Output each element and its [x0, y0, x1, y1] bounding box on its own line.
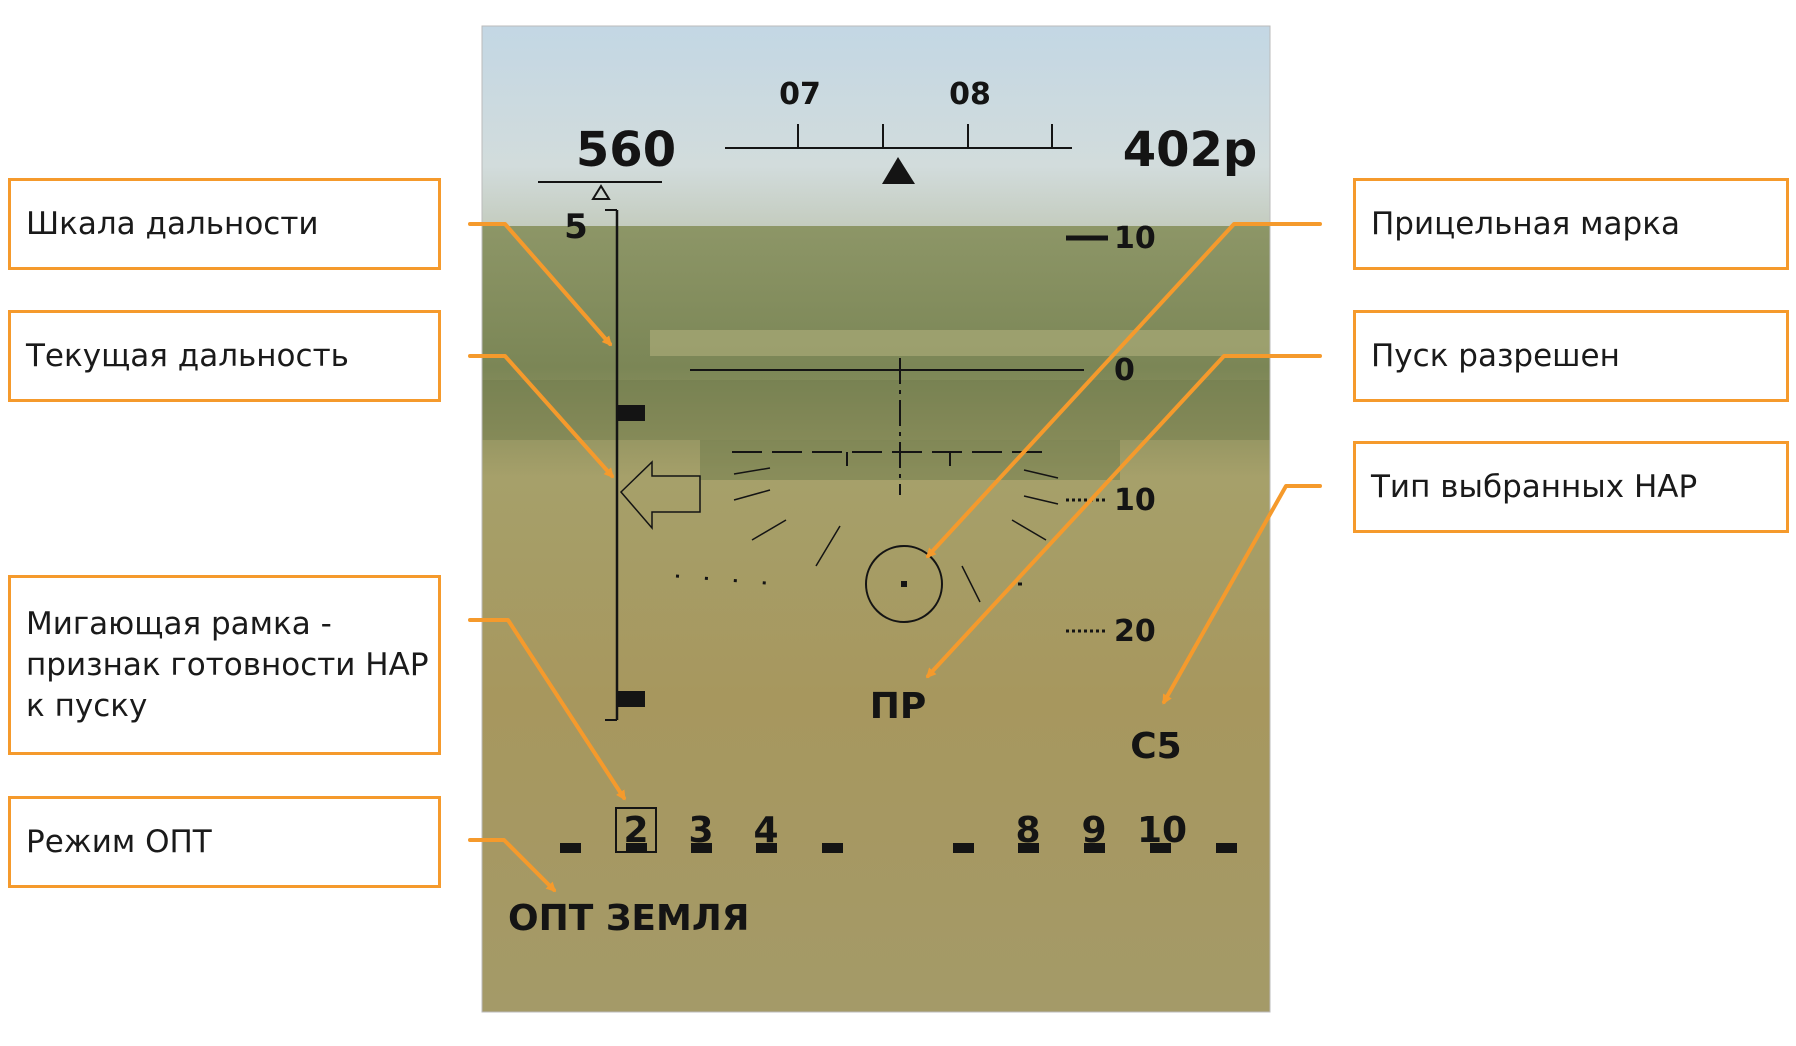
sky-area	[482, 26, 1270, 226]
pitch-label-minus20: 20	[1114, 614, 1156, 649]
reticle-tick	[733, 467, 771, 475]
callout-current-range: Текущая дальность	[8, 310, 441, 402]
field-strip-light	[650, 330, 1270, 356]
station-bar	[1150, 843, 1171, 853]
station-bar	[1216, 843, 1237, 853]
field-strip-dark	[482, 380, 1270, 440]
rocket-type-indicator: С5	[1130, 726, 1181, 767]
hud-scene	[481, 25, 1271, 1013]
station-bars	[560, 843, 1237, 853]
pitch-label-zero: 0	[1114, 353, 1135, 388]
callout-aiming-mark: Прицельная марка	[1353, 178, 1789, 270]
callout-range-scale: Шкала дальности	[8, 178, 441, 270]
aiming-mark-circle	[865, 545, 943, 623]
leader-current-range	[468, 354, 614, 479]
leader-aiming-mark	[925, 222, 1322, 559]
station-bar	[822, 843, 843, 853]
station-bar	[1018, 843, 1039, 853]
station-bar	[953, 843, 974, 853]
reticle-tick	[733, 489, 771, 501]
aiming-mark-dot	[901, 581, 907, 587]
reticle-tick	[751, 519, 787, 541]
pitch-label-plus10: 10	[1114, 221, 1156, 256]
heading-pointer-triangle	[882, 157, 915, 184]
callout-launch-permitted: Пуск разрешен	[1353, 310, 1789, 402]
callout-rocket-type: Тип выбранных НАР	[1353, 441, 1789, 533]
leader-ready-frame	[468, 618, 626, 801]
leader-launch-permitted	[925, 354, 1322, 679]
callout-leaders	[468, 222, 1322, 893]
station-bar	[626, 843, 647, 853]
reticle-tick	[1023, 495, 1059, 505]
range-marker-max	[617, 405, 645, 421]
hud-symbology: 07 08 560 402р 5 10 0 10 20	[508, 77, 1257, 939]
station-bar	[756, 843, 777, 853]
range-marker-min	[617, 691, 645, 707]
reticle-tick	[1011, 519, 1047, 541]
reticle-tick	[1023, 469, 1059, 479]
mode-indicator: ОПТ ЗЕМЛЯ	[508, 898, 749, 939]
hud-frame-shadow	[481, 25, 1271, 1013]
station-bar	[1084, 843, 1105, 853]
airspeed-readout: 560	[576, 122, 676, 178]
altitude-readout: 402р	[1123, 122, 1258, 178]
callout-ready-frame: Мигающая рамка - признак готовности НАР …	[8, 575, 441, 755]
current-range-arrow	[619, 460, 701, 531]
range-scale-max-label: 5	[564, 207, 588, 247]
ground-area	[482, 226, 1270, 1012]
leader-range-scale	[468, 222, 612, 347]
launch-permitted-indicator: ПР	[870, 686, 927, 727]
heading-label-07: 07	[779, 77, 821, 112]
aiming-slash-right	[961, 565, 981, 603]
leader-rocket-type	[1162, 484, 1322, 705]
station-bar	[560, 843, 581, 853]
field-strip-green	[700, 440, 1120, 480]
callout-opt-mode: Режим ОПТ	[8, 796, 441, 888]
pitch-label-minus10: 10	[1114, 483, 1156, 518]
leader-opt-mode	[468, 838, 557, 893]
station-bar	[691, 843, 712, 853]
aiming-slash-left	[815, 525, 841, 567]
heading-label-08: 08	[949, 77, 991, 112]
range-scale-top-marker	[591, 184, 611, 200]
